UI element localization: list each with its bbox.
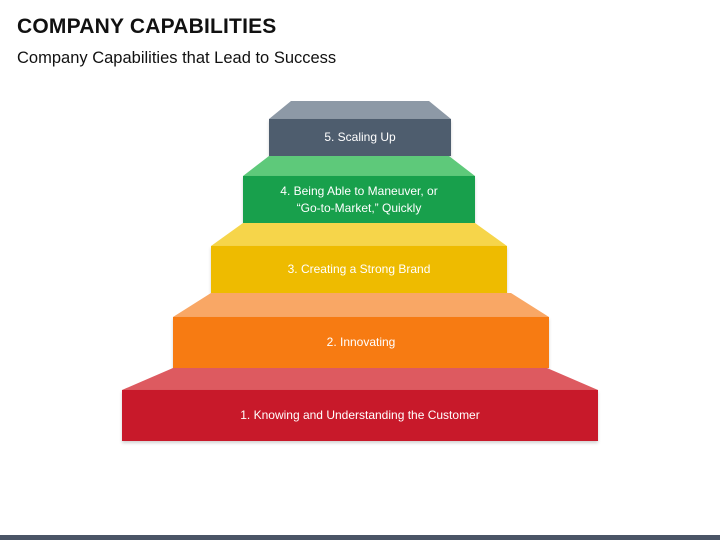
step-1-knowing-customer: 1. Knowing and Understanding the Custome…: [122, 368, 598, 441]
page-title: COMPANY CAPABILITIES: [17, 15, 277, 38]
step-5-label: 5. Scaling Up: [324, 130, 396, 145]
step-1-label: 1. Knowing and Understanding the Custome…: [240, 408, 480, 423]
step-5-top-face: [269, 101, 451, 119]
step-4-top-face: [243, 156, 475, 176]
step-3-front: 3. Creating a Strong Brand: [211, 246, 507, 293]
page-subtitle: Company Capabilities that Lead to Succes…: [17, 49, 337, 67]
step-1-front: 1. Knowing and Understanding the Custome…: [122, 390, 598, 441]
step-5-front: 5. Scaling Up: [269, 119, 451, 156]
step-2-innovating: 2. Innovating: [173, 293, 549, 368]
footer-bar: [0, 535, 720, 540]
step-3-strong-brand: 3. Creating a Strong Brand: [211, 223, 507, 293]
step-2-front: 2. Innovating: [173, 317, 549, 368]
step-3-top-face: [211, 223, 507, 246]
step-1-top-face: [122, 368, 598, 390]
step-2-label: 2. Innovating: [326, 335, 396, 350]
step-4-label: 4. Being Able to Maneuver, or “Go-to-Mar…: [280, 184, 438, 215]
step-2-top-face: [173, 293, 549, 317]
step-5-scaling-up: 5. Scaling Up: [269, 101, 451, 156]
step-4-go-to-market: 4. Being Able to Maneuver, or “Go-to-Mar…: [243, 156, 475, 223]
step-4-front: 4. Being Able to Maneuver, or “Go-to-Mar…: [243, 176, 475, 223]
step-3-label: 3. Creating a Strong Brand: [287, 262, 431, 277]
